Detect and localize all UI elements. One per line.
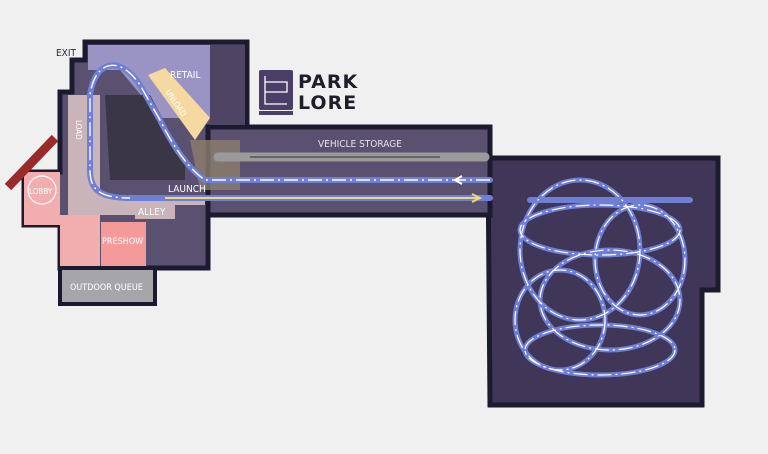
label-launch: LAUNCH	[168, 184, 206, 195]
unload-platform	[148, 68, 210, 140]
preshow-area	[101, 222, 146, 266]
station-core	[105, 95, 185, 180]
park-lore-logo: PARK LORE	[259, 70, 359, 115]
alley-area	[135, 203, 175, 219]
label-load: LOAD	[74, 120, 83, 140]
load-area	[68, 95, 205, 215]
book-icon	[259, 70, 293, 110]
book-icon-mark	[264, 76, 288, 105]
outdoor-queue-area	[58, 266, 157, 306]
lobby-rotunda	[27, 175, 57, 205]
label-lobby: LOBBY	[29, 187, 53, 196]
direction-arrow	[452, 175, 463, 185]
show-building	[485, 155, 721, 408]
entrance-sign	[4, 134, 59, 191]
logo-line1: PARK	[298, 71, 359, 93]
label-vehicle-storage: VEHICLE STORAGE	[318, 139, 402, 150]
logo-line2: LORE	[298, 92, 357, 114]
label-alley: ALLEY	[138, 207, 166, 218]
label-outdoor-queue: OUTDOOR QUEUE	[70, 283, 143, 293]
show-track-centerline	[514, 179, 686, 376]
launch-arrow	[471, 193, 483, 203]
label-retail: RETAIL	[170, 70, 200, 81]
label-exit: EXIT	[56, 48, 76, 59]
ride-track-centerline	[89, 64, 490, 199]
book-icon-base	[259, 111, 293, 115]
back-room	[210, 45, 245, 125]
label-preshow: PRESHOW	[102, 237, 143, 247]
